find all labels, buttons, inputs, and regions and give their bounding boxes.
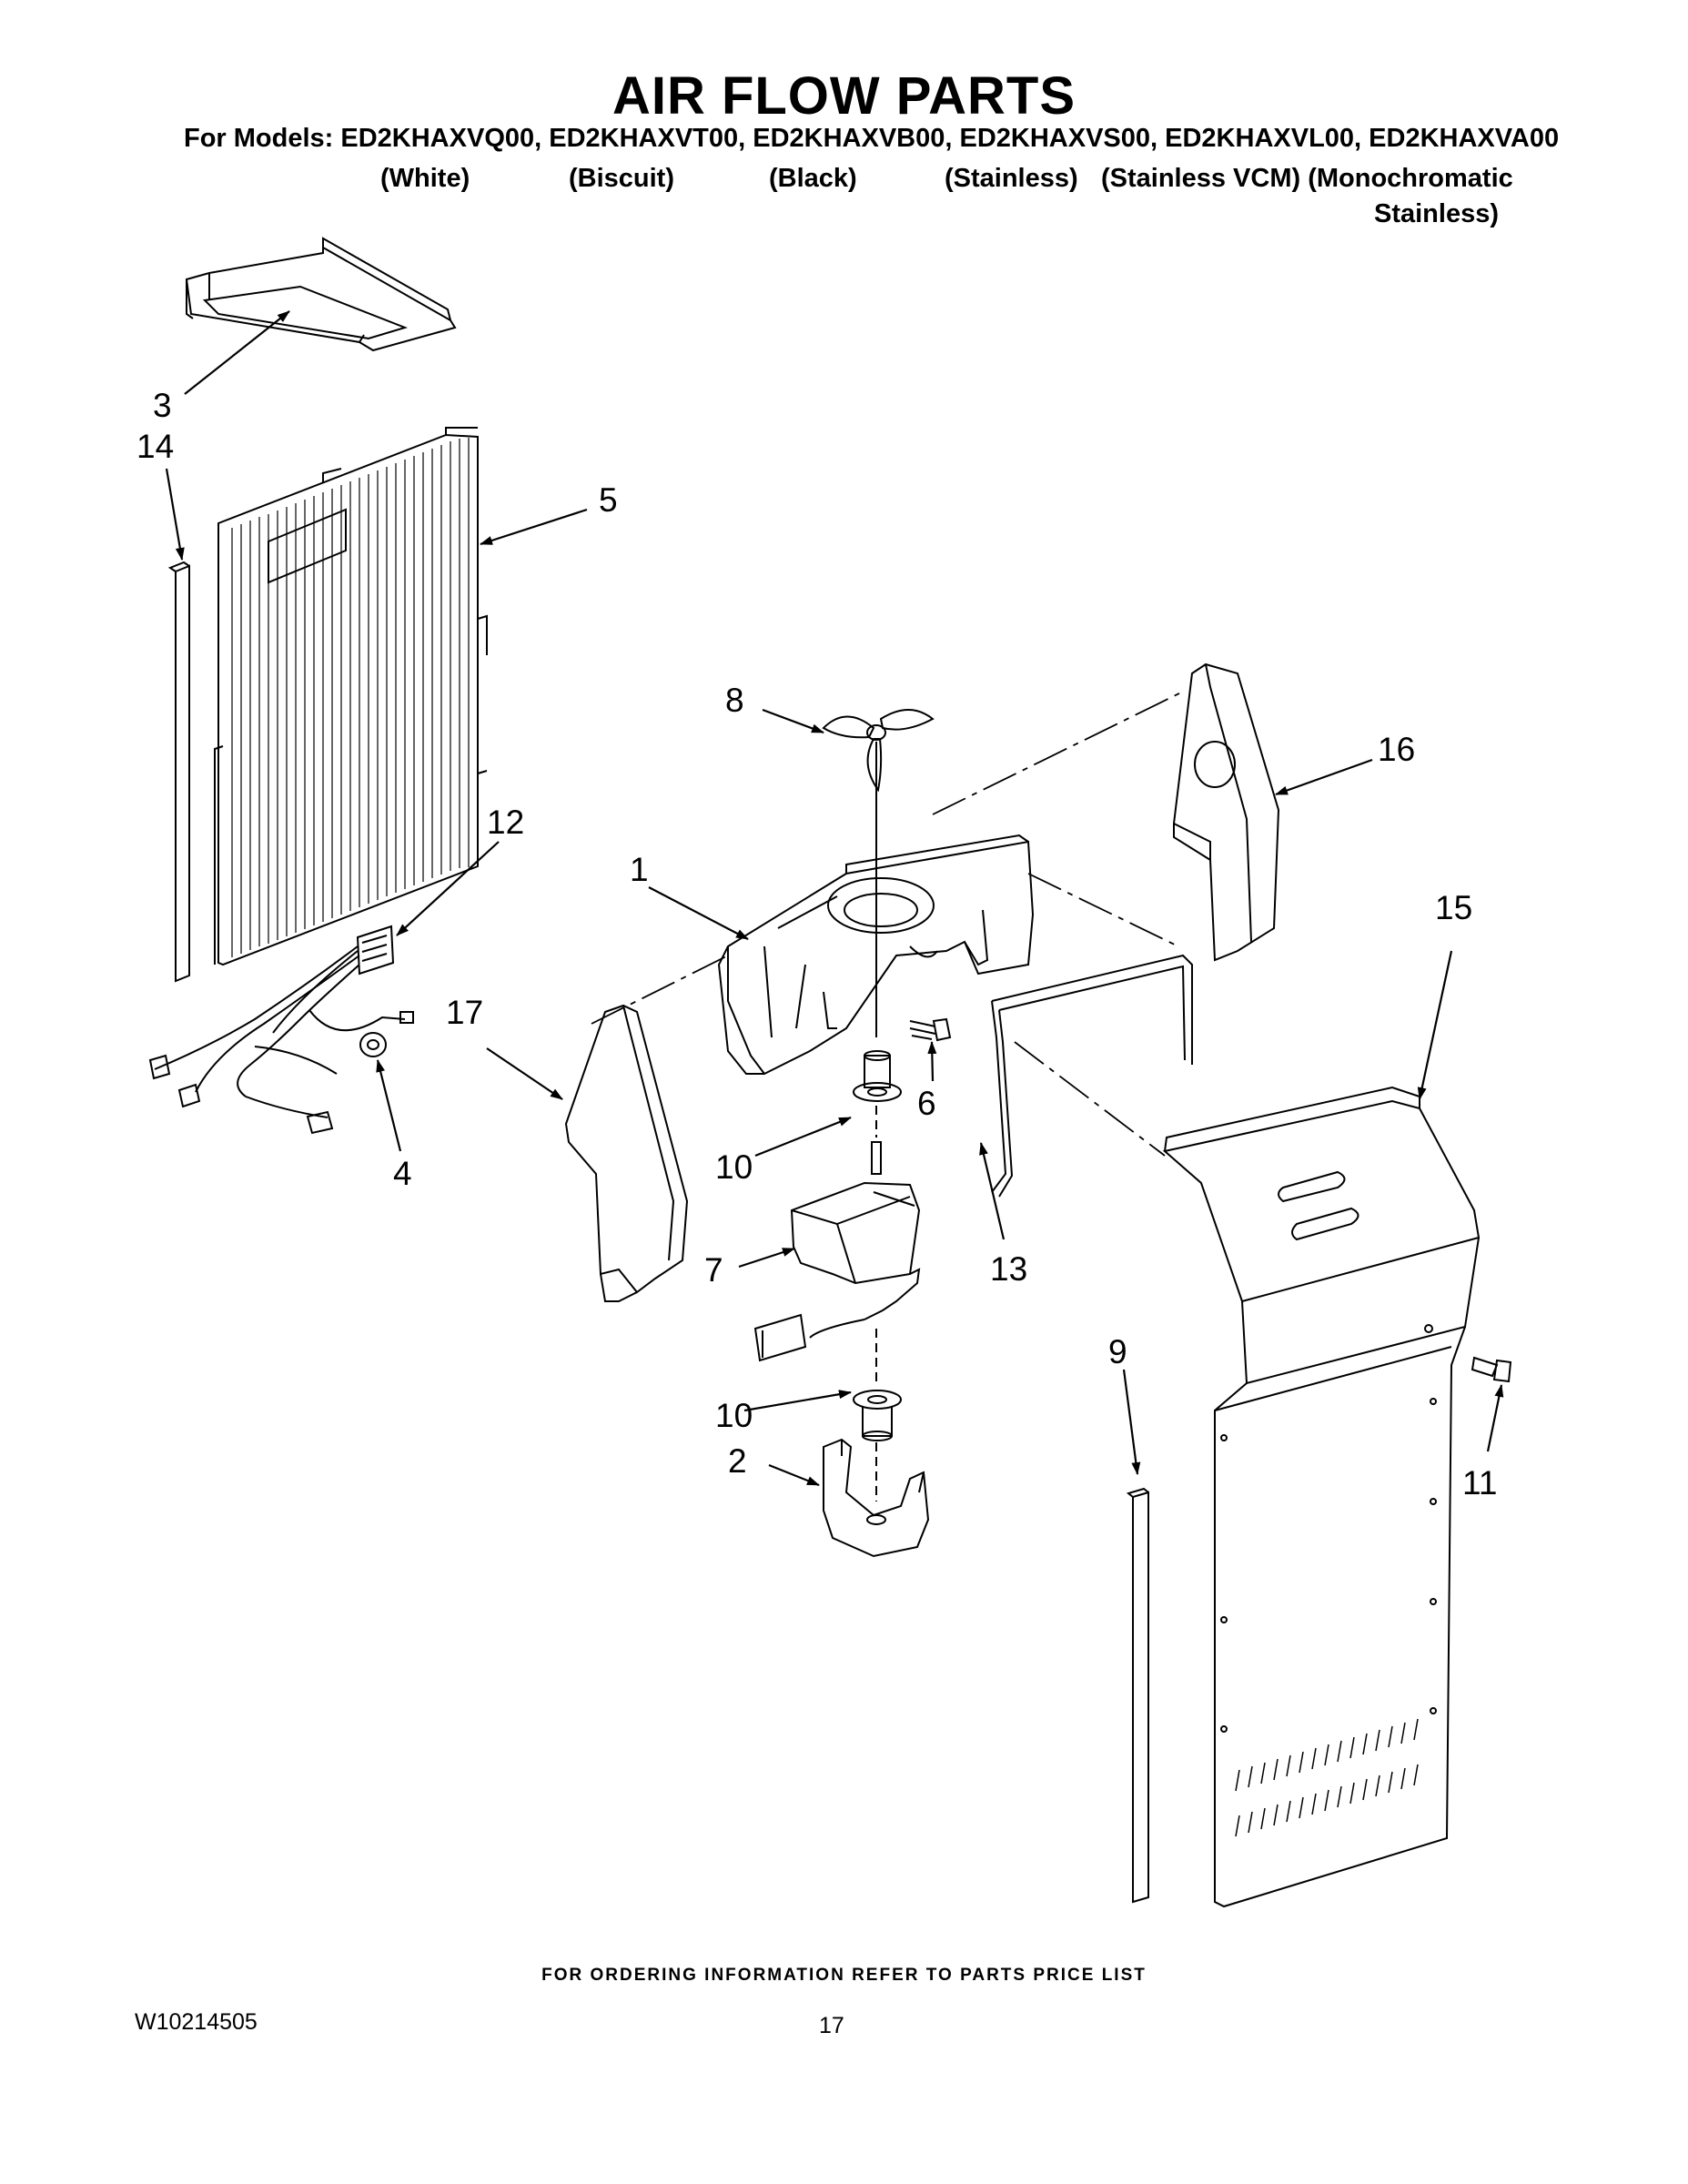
part-2-motor-bracket [823,1438,930,1558]
part-13-wire-support [991,954,1193,1198]
label-part-9: 9 [1108,1333,1127,1370]
label-part-2: 2 [728,1442,747,1480]
label-part-16: 16 [1378,731,1415,768]
color-biscuit: (Biscuit) [569,164,674,193]
part-1-fan-housing [717,834,1035,1076]
color-stainless-vcm: (Stainless VCM) (Monochromatic [1101,164,1513,193]
label-part-15: 15 [1435,889,1472,926]
color-monochromatic-stainless: Stainless) [1374,199,1499,228]
label-part-12: 12 [487,804,524,841]
part-17-left-baffle [564,1004,689,1302]
label-part-14: 14 [136,428,174,465]
part-14-gasket-strip [167,561,190,983]
label-part-6: 6 [917,1085,936,1122]
part-3-duct-cover [185,237,457,352]
color-black: (Black) [769,164,857,193]
document-number: W10214505 [135,2009,258,2035]
label-part-8: 8 [725,682,744,719]
part-7-fan-motor [753,1141,921,1362]
label-part-3: 3 [153,387,172,424]
part-8-fan-blade [822,709,935,793]
part-4-thermistor [359,1032,387,1057]
part-12-wire-harness [148,925,414,1135]
label-part-13: 13 [990,1250,1027,1288]
color-white: (White) [380,164,470,193]
callout-leaders [165,310,1504,1487]
label-part-4: 4 [393,1155,412,1192]
ordering-info-footer: FOR ORDERING INFORMATION REFER TO PARTS … [541,1966,1147,1985]
assembly-lines [591,691,1184,1157]
vent-slots [1235,1718,1419,1837]
label-part-11: 11 [1462,1464,1497,1502]
label-part-1: 1 [630,851,649,888]
part-6-screw [909,1017,952,1042]
part-9-gasket-strip [1126,1487,1149,1904]
part-10-grommet-lower [853,1390,902,1441]
part-16-right-baffle [1173,662,1280,962]
label-part-5: 5 [599,481,618,519]
part-10-grommet-upper [853,1050,902,1102]
part-15-fan-cover [1162,1086,1481,1908]
models-line: For Models: ED2KHAXVQ00, ED2KHAXVT00, ED… [184,124,1560,153]
evaporator-cover-ribs [231,438,470,957]
part-5-evaporator-cover [214,427,488,966]
part-number-labels: 3 14 5 8 16 12 1 15 17 6 4 10 7 13 9 10 … [136,387,1497,1502]
color-stainless: (Stainless) [945,164,1078,193]
label-part-10-upper: 10 [715,1148,753,1186]
label-part-7: 7 [704,1251,723,1289]
label-part-10-lower: 10 [715,1397,753,1434]
page-number: 17 [819,2013,844,2038]
page-title: AIR FLOW PARTS [612,66,1076,126]
label-part-17: 17 [446,994,483,1031]
part-11-screw [1471,1356,1512,1383]
